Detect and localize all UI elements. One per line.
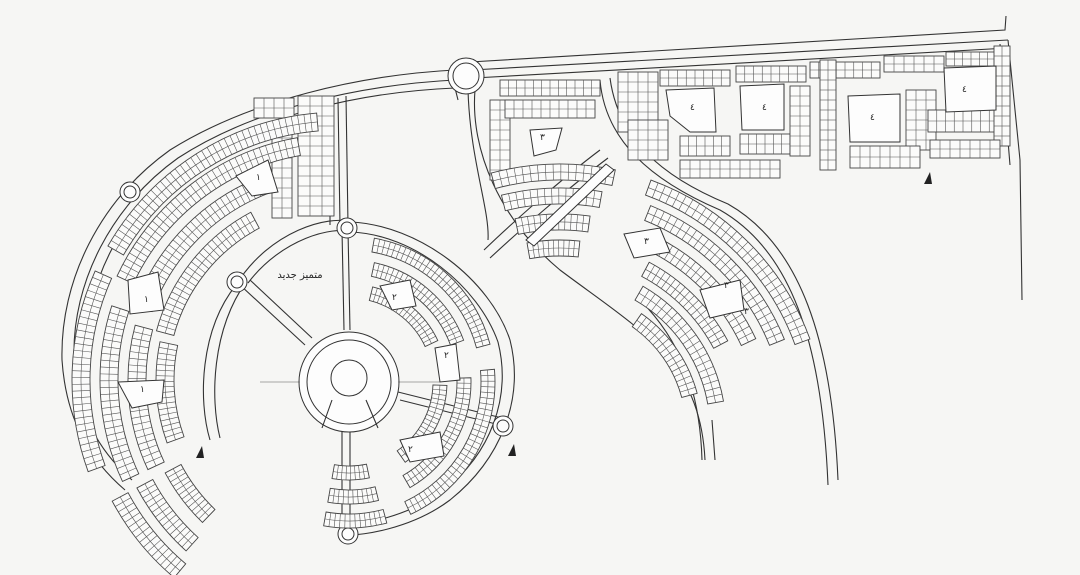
zone-label: ٢	[444, 351, 449, 361]
plot-block	[819, 59, 837, 171]
plot-block	[739, 133, 791, 155]
plot-block	[634, 285, 724, 405]
plot-block	[116, 137, 301, 285]
plot-block	[929, 139, 1001, 159]
north-arrow-icon	[924, 172, 932, 184]
zone-label: ٣	[744, 307, 749, 317]
zone-label: ٤	[870, 113, 875, 123]
plot-block	[927, 109, 999, 133]
plot-block	[659, 69, 731, 87]
plot-block	[641, 261, 729, 349]
plot-block	[644, 179, 811, 346]
plot-block	[107, 112, 319, 256]
plot-block	[402, 377, 472, 489]
zone-label: ١	[144, 295, 149, 305]
plot-block	[679, 159, 781, 179]
district-title: متميز جديد	[277, 270, 322, 281]
plot-block	[327, 486, 380, 505]
north-arrow-icon	[196, 446, 204, 458]
plot-block	[111, 492, 187, 575]
zone-label: ٣	[540, 133, 545, 143]
plot-block	[789, 85, 811, 157]
roundabout-icon	[119, 181, 141, 203]
plot-block	[164, 463, 216, 524]
plot-block	[490, 163, 616, 190]
roundabout-icon	[226, 271, 248, 293]
plot-block	[993, 45, 1011, 147]
plot-block	[71, 270, 113, 473]
plot-block	[644, 205, 785, 346]
north-arrows	[196, 172, 932, 458]
zone-label: ٣	[724, 281, 729, 291]
north-arrow-icon	[508, 444, 516, 456]
zone-label: ١	[256, 173, 261, 183]
plot-block	[136, 478, 199, 552]
plot-block	[849, 145, 921, 169]
plot-block	[631, 313, 698, 398]
zone-label: ٢	[408, 445, 413, 455]
plot-block	[504, 99, 596, 119]
plot-block	[883, 55, 945, 73]
green-median	[525, 163, 615, 247]
open-plots	[117, 65, 997, 463]
plot-block	[679, 135, 731, 157]
plot-block	[253, 97, 295, 119]
plot-block	[404, 368, 496, 515]
zone-label: ٢	[392, 293, 397, 303]
zone-label: ٤	[762, 103, 767, 113]
roundabout-icon	[336, 217, 358, 239]
zone-label: ٣	[644, 237, 649, 247]
central-circle	[235, 219, 515, 536]
central-plaza	[298, 331, 400, 433]
zone-labels: ١ ١ ١ ٢ ٢ ٢ ٣ ٣ ٣ ٣ ٤ ٤ ٤ ٤ متميز جديد	[140, 85, 967, 455]
roundabouts	[119, 57, 514, 545]
plot-block	[155, 211, 260, 337]
plot-block	[371, 237, 491, 349]
zone-label: ٤	[962, 85, 967, 95]
residential-blocks	[71, 45, 1011, 575]
plot-block	[331, 463, 370, 481]
plot-block	[945, 51, 997, 67]
plot-block	[735, 65, 807, 83]
zone-label: ١	[140, 385, 145, 395]
plot-block	[499, 79, 601, 97]
zone-label: ٤	[690, 103, 695, 113]
roundabout-icon	[492, 415, 514, 437]
plot-block	[627, 119, 669, 161]
plot-block	[99, 305, 140, 483]
plot-block	[323, 508, 388, 529]
